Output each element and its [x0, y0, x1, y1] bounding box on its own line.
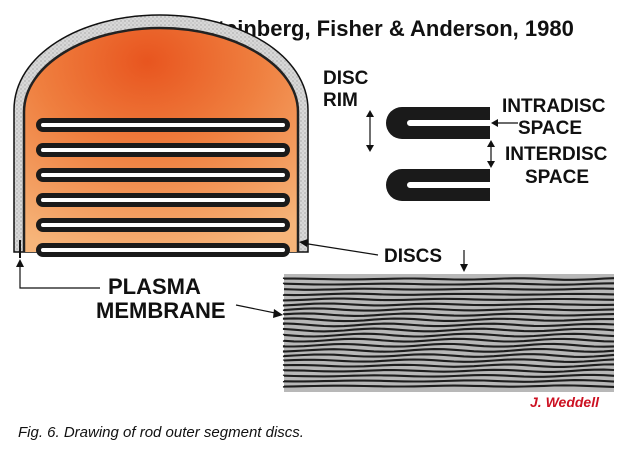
- plasma-label-line1: PLASMA: [108, 274, 201, 299]
- micrograph-disc-line: [282, 327, 615, 333]
- lower-disc-rim: [386, 169, 490, 201]
- micrograph-disc-line: [282, 342, 615, 348]
- micrograph-disc-line: [282, 373, 615, 378]
- intradisc-arrowhead: [491, 119, 498, 127]
- plasma-membrane-inner: [22, 26, 300, 252]
- intradisc-label-line1: INTRADISC: [502, 96, 606, 117]
- rod-outer-segment: [13, 14, 309, 258]
- micrograph-disc-line: [282, 337, 615, 343]
- artist-credit: J. Weddell: [530, 394, 600, 410]
- discs-arrow-left: [301, 242, 379, 256]
- disc-rim-arrowhead-top: [366, 110, 374, 117]
- intradisc-space: [41, 173, 285, 177]
- interdisc-space-label: INTERDISC SPACE: [487, 140, 608, 188]
- micrograph-disc-line: [282, 358, 615, 363]
- disc-rim-label-line1: DISC: [323, 68, 369, 89]
- upper-disc-rim: [386, 107, 490, 139]
- interdisc-label-line2: SPACE: [525, 167, 589, 188]
- micrograph-disc-line: [282, 332, 615, 338]
- micrograph-disc-line: [282, 353, 615, 358]
- micrograph-disc-lines: [282, 277, 615, 388]
- intradisc-space: [41, 123, 285, 127]
- plasma-to-micrograph-arrow: [235, 304, 281, 315]
- disc-stack-micrograph: [282, 274, 615, 392]
- micrograph-disc-line: [282, 384, 615, 388]
- discs-label-text: DISCS: [384, 246, 442, 267]
- plasma-to-micrograph-arrowhead: [273, 309, 283, 318]
- intradisc-space: [41, 198, 285, 202]
- figure-caption: Fig. 6. Drawing of rod outer segment dis…: [18, 424, 304, 441]
- micrograph-disc-line: [283, 287, 615, 291]
- plasma-label-line2: MEMBRANE: [96, 298, 226, 323]
- micrograph-disc-line: [282, 312, 615, 317]
- micrograph-disc-line: [282, 322, 615, 328]
- intradisc-space: [41, 223, 285, 227]
- micrograph-disc-line: [282, 363, 615, 368]
- micrograph-disc-line: [282, 317, 615, 323]
- interdisc-label-line1: INTERDISC: [505, 144, 608, 165]
- discs-label: DISCS: [299, 239, 468, 272]
- micrograph-disc-line: [282, 379, 615, 383]
- micrograph-disc-line: [282, 297, 615, 302]
- disc-rim-detail: [386, 107, 490, 201]
- plasma-membrane-arrow: [19, 262, 100, 289]
- interdisc-arrowhead-top: [487, 140, 495, 147]
- micrograph-disc-line: [282, 347, 615, 353]
- micrograph-disc-line: [282, 368, 615, 373]
- plasma-membrane-label: PLASMA MEMBRANE: [16, 259, 283, 323]
- micrograph-disc-line: [282, 307, 615, 312]
- discs-arrowhead-left: [299, 239, 308, 247]
- intradisc-space: [41, 248, 285, 252]
- disc-rim-label-line2: RIM: [323, 90, 358, 111]
- intradisc-label-line2: SPACE: [518, 118, 582, 139]
- micrograph-disc-line: [282, 282, 615, 286]
- micrograph-disc-line: [282, 292, 615, 297]
- plasma-membrane-arrowhead: [16, 259, 24, 267]
- interdisc-arrowhead-bottom: [487, 161, 495, 168]
- discs-arrowhead-down: [460, 264, 468, 272]
- micrograph-disc-line: [282, 302, 615, 307]
- disc-rim-arrowhead-bottom: [366, 145, 374, 152]
- disc-stack: [36, 118, 290, 257]
- intradisc-space-label: INTRADISC SPACE: [491, 96, 606, 139]
- citation-text: Steinberg, Fisher & Anderson, 1980: [203, 16, 574, 41]
- intradisc-space: [41, 148, 285, 152]
- micrograph-disc-line: [282, 277, 615, 281]
- disc-rim-label: DISC RIM: [323, 68, 374, 152]
